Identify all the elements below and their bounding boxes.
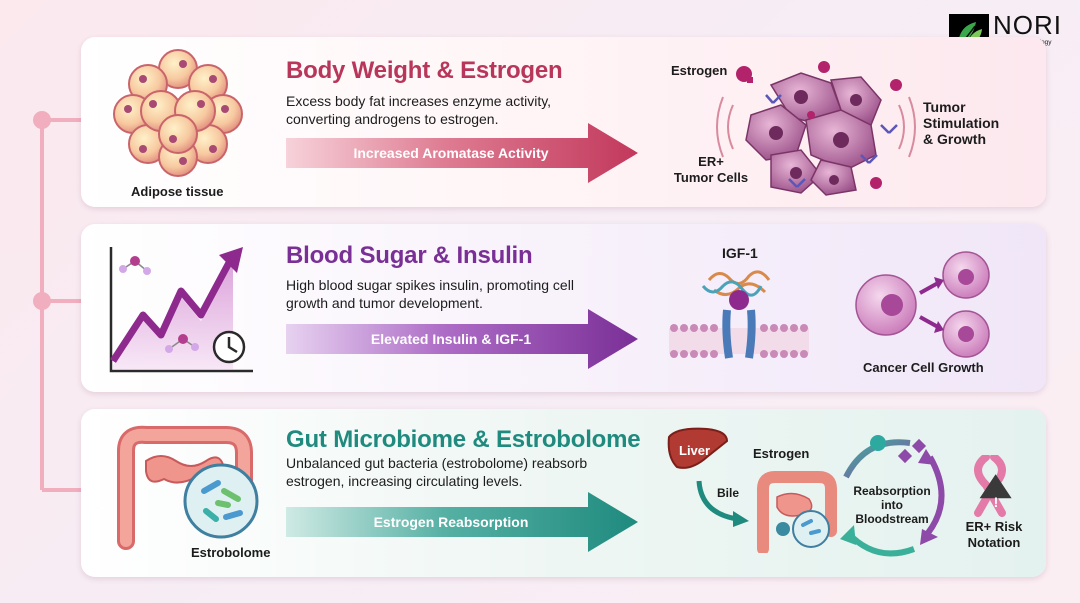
pink-ribbon-icon: !	[974, 455, 1012, 517]
connector-node	[33, 292, 51, 310]
liver-icon	[667, 427, 729, 469]
liver-label: Liver	[679, 443, 711, 458]
process-arrow: Estrogen Reabsorption	[286, 492, 638, 552]
estrogen-molecule-icon	[736, 66, 753, 83]
timeline-connector	[33, 111, 82, 492]
adipose-tissue-label: Adipose tissue	[131, 184, 224, 199]
arrow-label: Elevated Insulin & IGF-1	[370, 331, 532, 347]
panel-title: Body Weight & Estrogen	[286, 57, 563, 84]
panel-blood-sugar-insulin: Blood Sugar & Insulin High blood sugar s…	[81, 224, 1046, 392]
blood-sugar-chart-icon	[109, 247, 253, 373]
intestine-icon	[117, 425, 259, 550]
estrogen-label: Estrogen	[671, 63, 728, 78]
estrobolome-label: Estrobolome	[191, 545, 271, 560]
gut-cycle-icon	[757, 471, 837, 553]
tumor-stimulation-label: Tumor Stimulation & Growth	[923, 99, 1000, 147]
panel-title: Blood Sugar & Insulin	[286, 242, 533, 269]
process-arrow: Increased Aromatase Activity	[286, 123, 638, 183]
logo-name: NORI	[993, 10, 1062, 40]
arrow-label: Increased Aromatase Activity	[353, 145, 549, 161]
panel-body-weight-estrogen: Adipose tissue Body Weight & Estrogen Ex…	[81, 37, 1046, 207]
estrogen-label: Estrogen	[753, 446, 810, 461]
panel-description: Excess body fat increases enzyme activit…	[286, 93, 552, 127]
bile-arrow-icon	[696, 480, 749, 527]
tumor-cells-icon	[716, 61, 916, 196]
panel-description: High blood sugar spikes insulin, promoti…	[286, 277, 574, 311]
svg-text:!: !	[994, 494, 999, 510]
er-tumor-cells-label: ER+ Tumor Cells	[673, 154, 749, 185]
reabsorption-label: Reabsorption into Bloodstream	[853, 484, 931, 526]
panel-gut-microbiome: Estrobolome Gut Microbiome & Estrobolome…	[81, 409, 1046, 577]
arrow-label: Estrogen Reabsorption	[373, 514, 529, 530]
cancer-cell-growth-icon	[855, 251, 990, 358]
panel-description: Unbalanced gut bacteria (estrobolome) re…	[286, 455, 588, 489]
er-risk-label: ER+ Risk Notation	[965, 519, 1023, 550]
cancer-cell-growth-label: Cancer Cell Growth	[863, 360, 984, 375]
panel-title: Gut Microbiome & Estrobolome	[286, 426, 641, 453]
adipose-tissue-icon	[113, 49, 243, 177]
igf-receptor-icon	[669, 270, 809, 359]
igf-1-label: IGF-1	[722, 245, 758, 261]
reabsorption-cycle-icon	[840, 435, 945, 557]
process-arrow: Elevated Insulin & IGF-1	[286, 309, 638, 369]
bile-label: Bile	[717, 486, 740, 500]
connector-node	[33, 111, 51, 129]
